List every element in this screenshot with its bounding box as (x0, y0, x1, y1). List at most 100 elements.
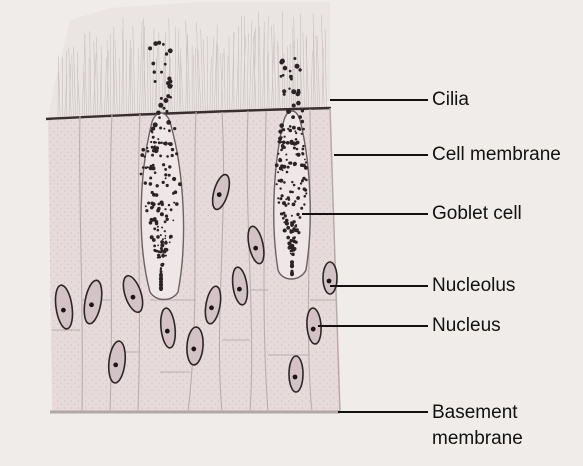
mucin-granule (299, 182, 303, 185)
mucin-droplet (279, 74, 283, 78)
mucin-granule (153, 219, 156, 222)
mucin-granule (159, 142, 162, 144)
mucin-droplet (279, 58, 285, 64)
mucin-granule (164, 208, 167, 211)
mucin-granule (153, 171, 157, 174)
mucin-granule (151, 126, 156, 131)
goblet-cell-left (139, 40, 185, 301)
cell-nucleus (186, 326, 204, 366)
mucin-granule (284, 221, 289, 226)
mucin-granule (293, 203, 296, 206)
mucin-granule (149, 235, 154, 240)
mucin-granule (285, 170, 289, 174)
mucin-granule (156, 256, 159, 259)
mucin-granule (143, 155, 146, 158)
nucleolus-dot (216, 192, 222, 198)
mucin-granule (287, 127, 290, 130)
nucleolus-dot (237, 286, 242, 292)
cell-nucleus (107, 340, 127, 384)
mucin-granule (289, 252, 292, 255)
mucin-granule (159, 270, 163, 274)
mucin-granule (290, 221, 293, 224)
mucin-granule (277, 139, 282, 144)
mucin-granule (169, 208, 173, 212)
mucin-granule (288, 161, 291, 165)
mucin-granule (155, 184, 159, 188)
mucin-granule (281, 140, 286, 145)
mucin-granule (292, 146, 296, 150)
mucin-droplet (300, 109, 305, 113)
mucin-granule (286, 235, 291, 240)
mucin-droplet (151, 61, 156, 66)
mucin-granule (298, 216, 302, 219)
mucin-granule (164, 235, 167, 237)
nucleolus-dot (130, 294, 136, 300)
mucin-granule (159, 268, 162, 271)
mucin-granule (166, 155, 169, 158)
mucin-granule (285, 158, 288, 161)
cell-nucleus (83, 279, 103, 325)
mucin-granule (159, 251, 163, 254)
mucin-granule (168, 165, 172, 169)
mucin-granule (296, 212, 300, 216)
mucin-droplet (167, 48, 173, 54)
mucin-droplet (293, 57, 297, 60)
mucin-granule (305, 192, 308, 195)
mucin-granule (295, 147, 299, 151)
nucleolus-dot (209, 305, 214, 311)
mucin-granule (175, 152, 179, 156)
nucleolus-dot (191, 346, 197, 352)
mucin-granule (294, 142, 298, 146)
nucleolus-dot (113, 362, 119, 368)
mucin-granule (290, 273, 294, 277)
mucin-granule (163, 220, 167, 224)
mucin-granule (140, 153, 145, 158)
mucin-granule (278, 136, 283, 141)
mucin-granule (150, 190, 154, 195)
mucin-granule (165, 183, 169, 188)
mucin-granule (291, 190, 294, 194)
mucin-granule (157, 244, 160, 247)
cell-nucleus (122, 274, 144, 314)
mucin-granule (159, 234, 162, 237)
mucin-granule (167, 203, 171, 207)
nucleolus-dot (61, 307, 66, 313)
mucin-granule (159, 154, 163, 158)
mucin-granule (288, 125, 292, 128)
mucin-granule (173, 127, 177, 131)
mucin-granule (280, 148, 283, 152)
mucin-droplet (153, 80, 157, 83)
mucin-droplet (159, 96, 163, 100)
cell-nucleus (54, 284, 74, 330)
cell-nucleus (288, 355, 304, 393)
mucin-granule (145, 209, 149, 213)
mucin-granule (144, 205, 147, 208)
mucin-granule (151, 135, 155, 139)
mucin-granule (141, 166, 145, 169)
mucin-granule (274, 163, 279, 168)
mucin-granule (151, 131, 154, 134)
mucin-granule (156, 225, 159, 228)
mucin-granule (168, 142, 173, 147)
mucin-granule (168, 241, 171, 244)
mucin-granule (303, 165, 308, 170)
mucin-granule (156, 208, 161, 213)
mucin-granule (165, 217, 169, 221)
mucin-granule (163, 141, 168, 146)
mucin-granule (159, 274, 163, 279)
mucin-granule (164, 254, 167, 257)
mucin-granule (295, 132, 298, 135)
mucin-droplet (298, 115, 303, 119)
mucin-droplet (282, 92, 286, 96)
mucin-droplet (165, 109, 169, 113)
mucin-droplet (168, 79, 173, 84)
mucin-droplet (286, 109, 292, 114)
mucin-droplet (291, 115, 295, 119)
mucin-granule (170, 153, 174, 158)
mucin-granule (291, 270, 293, 273)
mucin-granule (164, 241, 168, 245)
cell-nucleus (231, 266, 249, 306)
mucin-granule (178, 182, 182, 187)
nucleolus-dot (89, 302, 94, 308)
